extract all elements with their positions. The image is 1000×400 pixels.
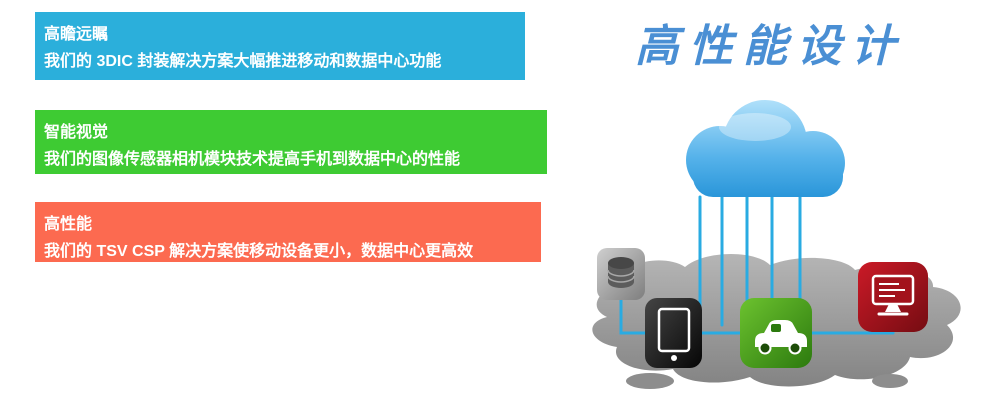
banner-performance-description: 我们的 TSV CSP 解决方案使移动设备更小，数据中心更高效 — [44, 243, 474, 260]
banner-smart-vision-description: 我们的图像传感器相机模块技术提高手机到数据中心的性能 — [44, 151, 461, 168]
banner-smart-vision-title: 智能视觉 — [44, 124, 109, 141]
cloud-icon — [686, 100, 845, 197]
banner-performance-title: 高性能 — [44, 216, 93, 233]
database-icon — [597, 248, 645, 300]
cloud-illustration — [592, 100, 961, 389]
banner-vision-title: 高瞻远瞩 — [44, 26, 109, 43]
tablet-icon — [645, 298, 702, 368]
banner-vision: 高瞻远瞩 我们的 3DIC 封装解决方案大幅推进移动和数据中心功能 — [35, 12, 525, 80]
car-icon — [740, 298, 812, 368]
headline-title: 高性能设计 — [635, 21, 905, 72]
banner-smart-vision: 智能视觉 我们的图像传感器相机模块技术提高手机到数据中心的性能 — [35, 110, 547, 174]
banner-vision-description: 我们的 3DIC 封装解决方案大幅推进移动和数据中心功能 — [44, 53, 442, 70]
laptop-icon — [858, 262, 928, 332]
banner-performance: 高性能 我们的 TSV CSP 解决方案使移动设备更小，数据中心更高效 — [35, 202, 541, 262]
